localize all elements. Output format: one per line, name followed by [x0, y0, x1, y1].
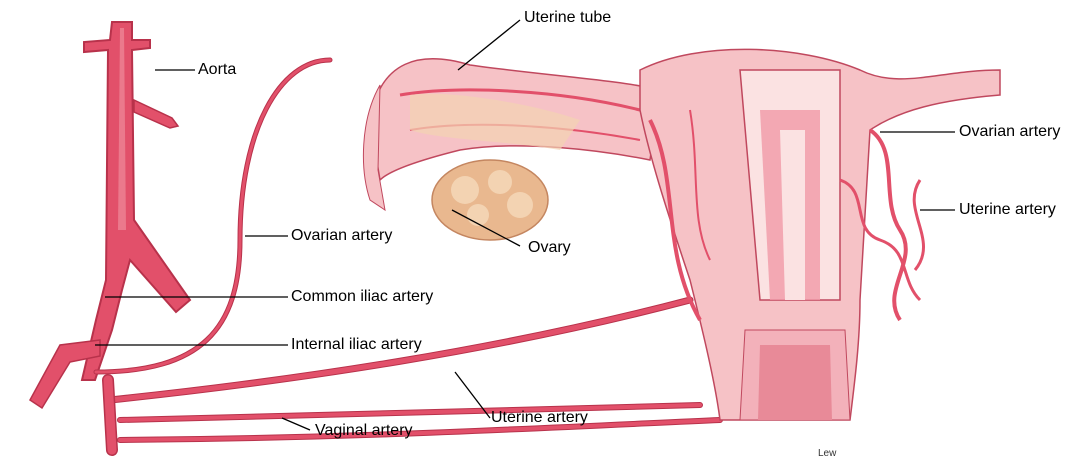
label-ovarian-artery-right: Ovarian artery: [959, 123, 1060, 141]
label-uterine-tube: Uterine tube: [524, 9, 611, 27]
label-common-iliac-artery: Common iliac artery: [291, 288, 433, 306]
artist-signature: Lew: [818, 448, 836, 459]
label-uterine-artery-right: Uterine artery: [959, 201, 1056, 219]
label-uterine-artery-bottom: Uterine artery: [491, 409, 588, 427]
label-aorta: Aorta: [198, 61, 236, 79]
label-ovary: Ovary: [528, 239, 571, 257]
aorta-artwork: [30, 22, 190, 408]
uterus-artwork: [640, 49, 1000, 420]
label-ovarian-artery-left: Ovarian artery: [291, 227, 392, 245]
label-vaginal-artery: Vaginal artery: [315, 422, 413, 440]
label-internal-iliac-artery: Internal iliac artery: [291, 336, 422, 354]
ovary-artwork: [410, 94, 580, 240]
